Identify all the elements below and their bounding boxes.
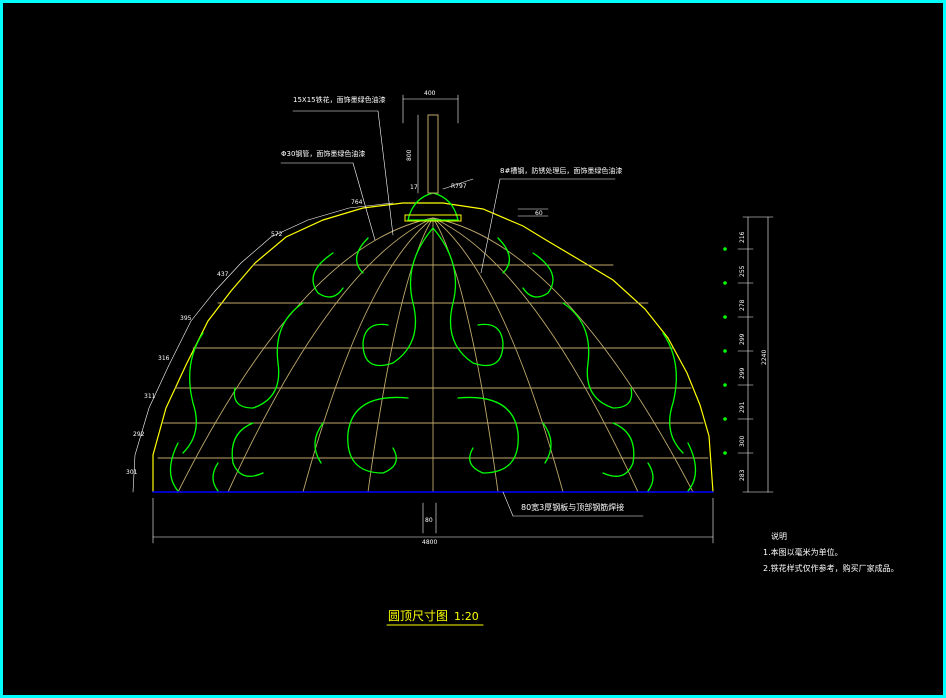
dome-elevation-drawing [132,94,774,626]
total-width-label: 4800 [422,539,438,546]
right-segment-label: 291 [739,401,746,413]
arc-segment-label: 437 [217,271,229,278]
rib-annotation: 8#槽钢，防锈处理后，面饰墨绿色油漆 [500,167,623,175]
base-annotation: 80宽3厚钢板与顶部钢筋焊接 [521,503,625,512]
small-dimension-label: 17 [410,184,418,191]
radius-label: R797 [451,183,467,190]
notes-heading: 说明 [771,532,787,541]
drawing-scale: 1:20 [454,610,479,623]
arc-segment-label: 316 [158,355,170,362]
note-item: 2.铁花样式仅作参考，购买厂家成品。 [763,564,899,573]
note-item: 1.本图以毫米为单位。 [763,548,843,557]
crown-ornament [407,192,459,221]
right-dimension [737,216,774,493]
arc-segment-label: 572 [271,231,283,238]
drawing-title: 圆顶尺寸图 1:20 [388,607,479,624]
leader-lines [280,110,644,517]
right-segment-label: 278 [739,299,746,311]
drawing-title-text: 圆顶尺寸图 [388,609,449,623]
flower-annotation: 15X15铁花，面饰墨绿色油漆 [293,96,386,104]
pipe-annotation: Φ30钢管，面饰墨绿色油漆 [281,150,366,158]
arc-segment-label: 311 [144,393,156,400]
bottom-dimension [152,497,714,544]
right-segment-label: 216 [739,231,746,243]
ornament-scrolls [169,227,697,492]
arc-segment-label: 395 [180,315,192,322]
right-segment-label: 299 [739,367,746,379]
right-segment-label: 299 [739,333,746,345]
right-dimension-markers [723,247,727,455]
spire-height-label: 800 [406,149,413,161]
crown-cap [404,214,462,222]
arc-segment-label: 764 [351,199,363,206]
notes-block: 说明 1.本图以毫米为单位。 2.铁花样式仅作参考，购买厂家成品。 [763,529,899,577]
total-height-label: 2240 [761,349,768,365]
bottom-gap-label: 80 [425,517,433,524]
top-dimension [402,94,459,194]
arc-segment-label: 301 [126,469,138,476]
spire [427,114,439,194]
cap-dimension-label: 60 [535,210,543,217]
cap-dimension [517,208,549,217]
right-segment-label: 300 [739,435,746,447]
right-segment-label: 255 [739,265,746,277]
top-width-label: 400 [424,90,436,97]
dome-ribs [157,217,709,493]
right-segment-label: 283 [739,469,746,481]
drawing-canvas: 15X15铁花，面饰墨绿色油漆 Φ30钢管，面饰墨绿色油漆 8#槽钢，防锈处理后… [3,3,943,695]
arc-dimension-line [132,202,394,493]
arc-segment-label: 292 [133,431,145,438]
